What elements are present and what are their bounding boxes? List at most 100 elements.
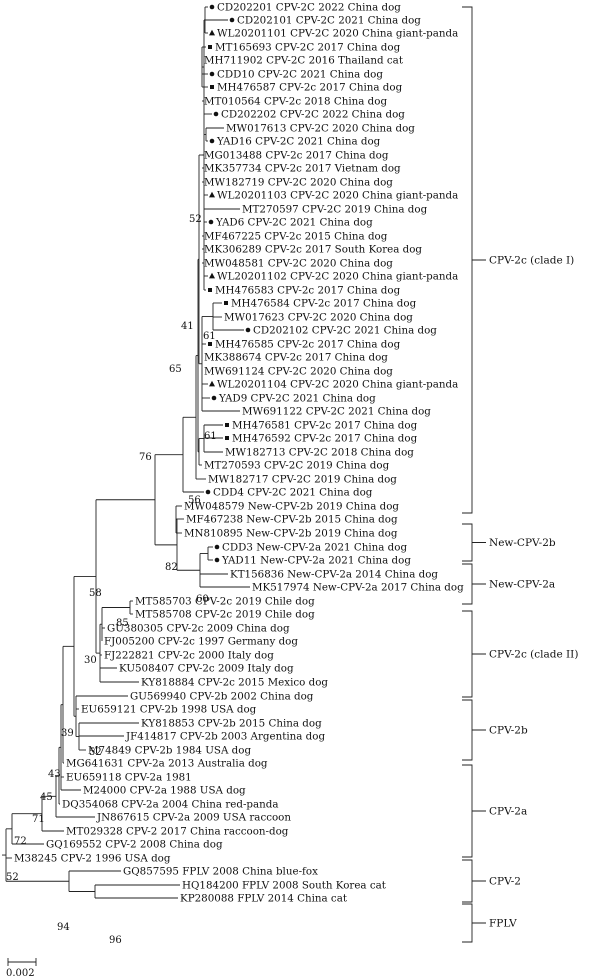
circle-marker-icon — [205, 489, 211, 495]
tip-label: KU508407 CPV-2c 2009 Italy dog — [119, 663, 294, 675]
tip-label: MT270593 CPV-2C 2019 China dog — [204, 460, 390, 472]
clade-label: CPV-2a — [489, 806, 527, 818]
tip-label: GU569940 CPV-2b 2002 China dog — [130, 691, 314, 703]
tip-label: MT165693 CPV-2C 2017 China dog — [215, 42, 401, 54]
circle-marker-icon — [213, 111, 219, 117]
triangle-marker-icon — [209, 29, 215, 36]
tip-label: MT585703 CPV-2c 2019 Chile dog — [135, 596, 315, 608]
tip-label: FJ005200 CPV-2c 1997 Germany dog — [104, 636, 298, 648]
tip-label: MN810895 New-CPV-2b 2019 China dog — [184, 528, 398, 540]
tip-label: MH476581 CPV-2c 2017 China dog — [232, 420, 418, 432]
bootstrap-value: 61 — [204, 431, 217, 442]
clade-label: CPV-2 — [489, 876, 521, 888]
clade-label: CPV-2b — [489, 725, 528, 737]
tip-label: GQ857595 FPLV 2008 China blue-fox — [123, 866, 318, 878]
tree-branches — [2, 6, 250, 899]
tip-label: MW182713 CPV-2C 2018 China dog — [225, 447, 414, 459]
tip-label: WL20201102 CPV-2C 2020 China giant-panda — [217, 271, 458, 283]
tip-label: MW048579 New-CPV-2b 2019 China dog — [184, 501, 399, 513]
tip-label: MH476587 CPV-2c 2017 China dog — [217, 82, 403, 94]
tip-label: WL20201103 CPV-2C 2020 China giant-panda — [217, 190, 458, 202]
clade-bracket — [462, 6, 486, 514]
bootstrap-value: 43 — [48, 769, 61, 780]
bootstrap-value: 58 — [89, 588, 102, 599]
tip-label: MG641631 CPV-2a 2013 Australia dog — [66, 758, 268, 770]
tip-label: M38245 CPV-2 1996 USA dog — [14, 853, 171, 865]
bootstrap-value: 39 — [61, 728, 74, 739]
circle-marker-icon — [229, 17, 235, 23]
tip-label: KP280088 FPLV 2014 China cat — [180, 893, 348, 905]
circle-marker-icon — [209, 71, 215, 77]
tip-label: YAD11 New-CPV-2a 2021 China dog — [221, 555, 411, 567]
triangle-marker-icon — [209, 272, 215, 279]
bootstrap-value: 94 — [57, 922, 70, 933]
clade-label: New-CPV-2a — [489, 579, 555, 591]
tip-label: MW691124 CPV-2C 2020 China dog — [204, 366, 393, 378]
bootstrap-value: 61 — [203, 331, 216, 342]
tip-label: M74849 CPV-2b 1984 USA dog — [88, 745, 251, 757]
scale-bar-label: 0.002 — [6, 968, 35, 979]
clade-label: New-CPV-2b — [489, 537, 556, 549]
clade-bracket — [462, 610, 486, 698]
tip-label: MW017623 CPV-2C 2020 China dog — [224, 312, 413, 324]
triangle-marker-icon — [209, 380, 215, 387]
clade-bracket — [462, 903, 486, 943]
square-marker-icon — [225, 423, 229, 427]
circle-marker-icon — [209, 138, 215, 144]
bootstrap-value: 45 — [40, 792, 53, 803]
circle-marker-icon — [211, 395, 217, 401]
tip-label: MT270597 CPV-2C 2019 China dog — [242, 204, 428, 216]
clade-bracket — [462, 523, 486, 562]
bootstrap-value: 52 — [189, 214, 202, 225]
tip-label: YAD9 CPV-2C 2021 China dog — [218, 393, 376, 405]
tip-label: JF414817 CPV-2b 2003 Argentina dog — [125, 731, 325, 743]
clade-bracket — [462, 859, 486, 903]
tip-label: MH476584 CPV-2c 2017 China dog — [231, 298, 417, 310]
clade-bracket — [462, 764, 486, 858]
tip-label: MT585708 CPV-2c 2019 Chile dog — [135, 609, 315, 621]
tip-label: CDD3 New-CPV-2a 2021 China dog — [222, 542, 407, 554]
tip-label: GQ169552 CPV-2 2008 China dog — [46, 839, 223, 851]
bootstrap-value: 30 — [84, 655, 97, 666]
tip-label: CD202201 CPV-2C 2022 China dog — [217, 2, 401, 14]
square-marker-icon — [210, 85, 214, 89]
bootstrap-value: 76 — [139, 452, 152, 463]
scale-bar: 0.002 — [6, 958, 37, 979]
bootstrap-value: 52 — [89, 747, 102, 758]
tip-label: MW182717 CPV-2C 2019 China dog — [208, 474, 397, 486]
tip-label: MG013488 CPV-2c 2017 China dog — [204, 150, 389, 162]
tip-label: WL20201101 CPV-2C 2020 China giant-panda — [217, 28, 458, 40]
tip-label: YAD6 CPV-2C 2021 China dog — [215, 217, 373, 229]
tip-label: CD202102 CPV-2C 2021 China dog — [253, 325, 437, 337]
clade-brackets: CPV-2c (clade I)New-CPV-2bNew-CPV-2aCPV-… — [462, 6, 578, 943]
square-marker-icon — [208, 288, 212, 292]
tip-label: FJ222821 CPV-2c 2000 Italy dog — [104, 650, 274, 662]
square-marker-icon — [225, 436, 229, 440]
bootstrap-value: 71 — [32, 814, 45, 825]
bootstrap-value: 56 — [188, 495, 201, 506]
bootstrap-value: 41 — [181, 321, 194, 332]
tip-label: CDD10 CPV-2C 2021 China dog — [217, 69, 383, 81]
square-marker-icon — [224, 301, 228, 305]
clade-label: FPLV — [489, 918, 517, 930]
clade-bracket — [462, 563, 486, 605]
clade-label: CPV-2c (clade II) — [489, 649, 578, 661]
tip-label: KY818853 CPV-2b 2015 China dog — [141, 718, 322, 730]
tip-label: CDD4 CPV-2C 2021 China dog — [213, 487, 373, 499]
tip-label: KT156836 New-CPV-2a 2014 China dog — [230, 569, 438, 581]
tip-label: WL20201104 CPV-2C 2020 China giant-panda — [217, 379, 458, 391]
tip-label: DQ354068 CPV-2a 2004 China red-panda — [62, 799, 279, 811]
tip-label: MH476585 CPV-2c 2017 China dog — [215, 339, 401, 351]
bootstrap-value: 60 — [196, 594, 209, 605]
tip-label: EU659121 CPV-2b 1998 USA dog — [81, 704, 257, 716]
bootstrap-values: 5241656161567658826085303952434571725294… — [6, 214, 217, 946]
square-marker-icon — [208, 342, 212, 346]
tip-label: MW691122 CPV-2C 2021 China dog — [242, 406, 431, 418]
circle-marker-icon — [209, 4, 215, 10]
bootstrap-value: 52 — [6, 872, 19, 883]
tip-label: MF467238 New-CPV-2b 2015 China dog — [186, 514, 398, 526]
tip-label: JN867615 CPV-2a 2009 USA raccoon — [96, 812, 291, 824]
tip-label: MK517974 New-CPV-2a 2017 China dog — [252, 582, 464, 594]
